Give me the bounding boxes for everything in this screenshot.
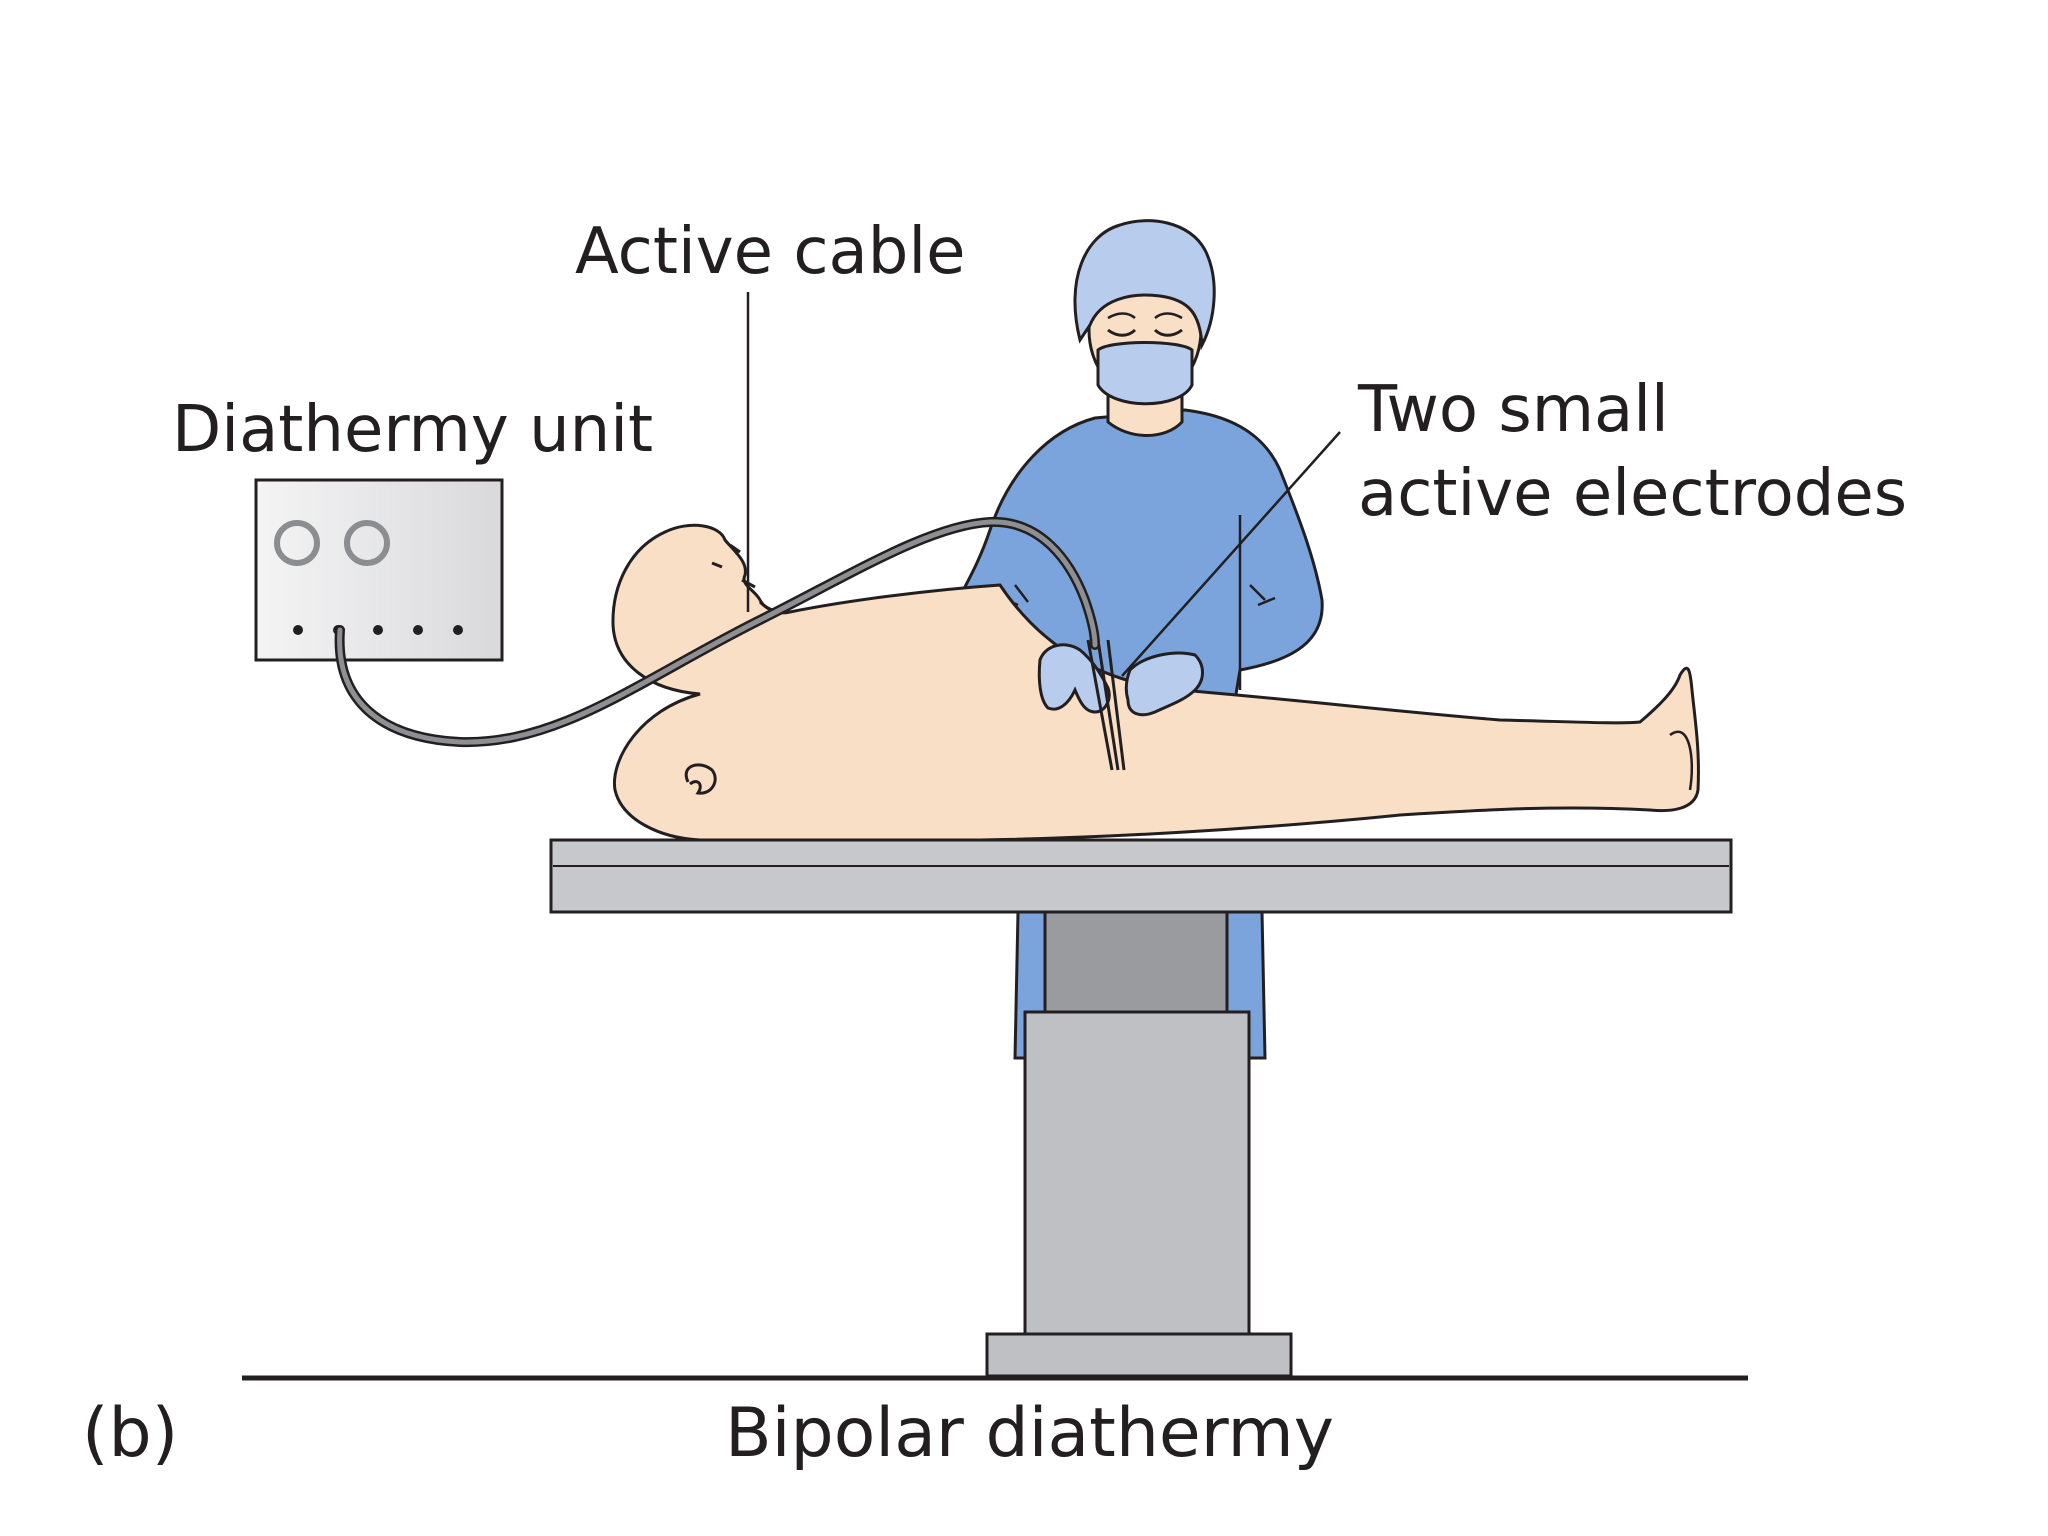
surgeon	[948, 219, 1324, 702]
socket-icon	[293, 625, 303, 635]
patient-ear	[684, 763, 717, 795]
label-electrodes-line2: active electrodes	[1358, 457, 1908, 531]
surgeon-cap	[1073, 219, 1216, 351]
surgeon-brows	[1107, 312, 1183, 320]
patient-foot	[1669, 730, 1694, 791]
label-diathermy-unit: Diathermy unit	[172, 393, 654, 467]
socket-icon	[373, 625, 383, 635]
label-active-cable: Active cable	[575, 215, 966, 289]
active-cable-core	[337, 519, 1098, 745]
dial-icon	[344, 520, 390, 566]
surgeon-mask	[1096, 341, 1194, 406]
surgeon-eyes	[1107, 328, 1183, 337]
forceps-tine	[1106, 639, 1126, 771]
panel-label: (b)	[82, 1394, 179, 1473]
bipolar-forceps	[1086, 639, 1126, 771]
patient-nose	[729, 543, 741, 554]
label-electrodes-line1: Two small	[1358, 373, 1669, 447]
sleeve-fold-right	[1249, 584, 1276, 607]
table-column-upper	[1043, 910, 1229, 1016]
table-top	[549, 838, 1733, 914]
operating-table-top	[549, 838, 1733, 914]
patient-eye	[711, 561, 723, 569]
operating-table	[985, 910, 1293, 1378]
socket-icon	[453, 625, 463, 635]
forceps-tine	[1086, 639, 1114, 771]
label-electrodes: Two small active electrodes	[1358, 368, 1907, 536]
table-column	[1023, 1010, 1251, 1336]
diathermy-unit	[254, 478, 504, 662]
glove-left	[1037, 643, 1111, 714]
forceps-tine	[1096, 639, 1120, 771]
table-base	[985, 1332, 1293, 1378]
leader-electrodes	[1121, 431, 1341, 677]
dial-icon	[274, 520, 320, 566]
diagram-title: Bipolar diathermy	[725, 1394, 1335, 1473]
surgeon-hands	[1037, 643, 1204, 717]
socket-icon	[413, 625, 423, 635]
glove-right	[1124, 651, 1204, 717]
